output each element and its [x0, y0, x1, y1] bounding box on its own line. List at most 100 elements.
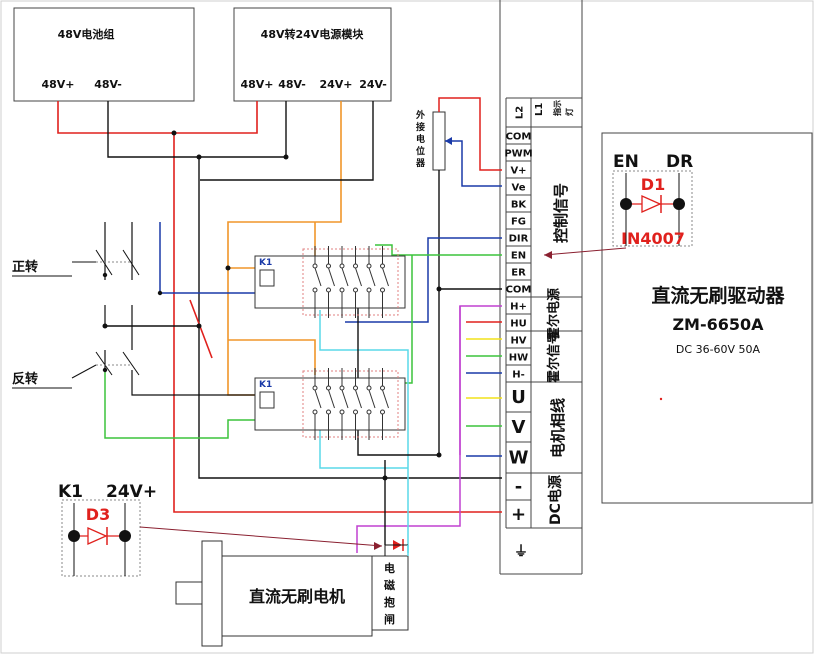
diode-d3-box	[61, 499, 141, 577]
wire-switch-bus-6	[131, 370, 258, 396]
indicator-label: L1 指示 灯	[534, 100, 574, 116]
terminal-label: COM	[506, 132, 532, 143]
wire-pot-ve	[445, 140, 502, 187]
diode-d1-pin-right	[673, 198, 685, 210]
diode-d3-pin-left	[68, 530, 80, 542]
svg-text:指示: 指示	[552, 100, 562, 116]
wire-dir	[345, 237, 502, 323]
battery-neg-label: 48V-	[94, 78, 122, 91]
red-dot	[659, 397, 663, 401]
diode-d1-part: IN4007	[621, 229, 685, 248]
diode-d3-right-label: 24V+	[106, 482, 157, 502]
diode-d1-symbol	[641, 194, 662, 214]
driver-title: 直流无刷驱动器	[651, 284, 785, 307]
potentiometer	[432, 111, 446, 171]
diode-d1-box	[612, 170, 693, 247]
terminal-label: -	[515, 477, 522, 498]
terminal-label: V	[512, 417, 526, 438]
converter-out-neg: 24V-	[359, 78, 387, 91]
terminal-label: L2	[515, 106, 526, 119]
diode-d3-symbol	[87, 526, 108, 546]
terminal-label: FG	[511, 217, 526, 228]
d3-pointer-arrow	[374, 542, 382, 550]
driver-spec: DC 36-60V 50A	[676, 343, 761, 356]
motor-flange	[201, 540, 223, 647]
wire-24v-relay-b	[228, 339, 316, 375]
wire-cyan-a	[319, 310, 409, 553]
wire-pot-vplus	[438, 97, 502, 171]
wire-en	[375, 244, 502, 256]
diode-d1-left-label: EN	[613, 152, 639, 172]
wire-hall-plus	[459, 305, 502, 455]
relay-reverse: K1	[254, 368, 406, 440]
terminal-label: U	[511, 387, 526, 408]
group-label-hall-signal: 霍尔信号	[546, 331, 562, 383]
relay-label: K1	[259, 258, 272, 268]
brake-body	[371, 555, 409, 631]
driver-model: ZM-6650A	[672, 315, 764, 334]
diode-d1-right-label: DR	[666, 152, 693, 172]
svg-text:抱: 抱	[384, 595, 395, 609]
terminal-label: COM	[506, 285, 532, 296]
annotation-stroke	[189, 299, 213, 359]
wire-ground-bus	[198, 157, 502, 479]
converter-out-pos: 24V+	[319, 78, 352, 91]
converter-in-pos: 48V+	[240, 78, 273, 91]
relay-forward: K1	[254, 246, 406, 318]
wire-48v-positive-conv	[174, 101, 258, 134]
converter-title: 48V转24V电源模块	[261, 27, 365, 41]
svg-text:磁: 磁	[384, 578, 395, 592]
driver-box	[601, 132, 813, 504]
terminal-label: H-	[512, 370, 525, 381]
svg-text:闸: 闸	[384, 612, 395, 626]
junction-dots	[102, 130, 442, 481]
converter-box	[233, 7, 392, 102]
terminal-label: ER	[511, 268, 526, 279]
group-label-dc-power: DC电源	[547, 475, 564, 525]
battery-box	[13, 7, 195, 102]
terminal-label: Ve	[512, 183, 526, 194]
converter-in-neg: 48V-	[278, 78, 306, 91]
wire-24v-positive	[227, 101, 342, 396]
terminal-label: BK	[511, 200, 528, 211]
d1-pointer-arrow	[544, 251, 552, 259]
group-label-control: 控制信号	[552, 183, 570, 243]
d3-pointer-line	[139, 526, 383, 547]
svg-text:电: 电	[384, 561, 395, 575]
terminal-label: DIR	[509, 234, 529, 245]
svg-text:灯: 灯	[564, 108, 574, 116]
switch-forward	[72, 222, 140, 276]
terminal-label: W	[509, 448, 529, 469]
svg-text:L1: L1	[534, 103, 545, 116]
terminal-label: H+	[510, 302, 527, 313]
wire-48v-negative	[107, 101, 287, 158]
switch-reverse-label: 反转	[12, 371, 38, 387]
terminal-label: EN	[511, 251, 526, 262]
group-label-hall-power: 霍尔电源	[546, 288, 562, 340]
diode-d1-pin-left	[620, 198, 632, 210]
terminal-label: HW	[509, 353, 528, 364]
battery-pos-label: 48V+	[41, 78, 74, 91]
terminal-label: PWM	[504, 149, 532, 160]
terminal-block: L2COMPWMV+VeBKFGDIRENERCOMH+HUHVHWH-UVW-…	[504, 106, 533, 575]
pot-arrow	[445, 137, 452, 145]
terminal-label: +	[511, 504, 526, 525]
diode-d3-pin-right	[119, 530, 131, 542]
group-label-motor-phase: 电机相线	[549, 398, 567, 458]
diode-d3-left-label: K1	[58, 482, 83, 502]
wire-cyan-b	[319, 430, 408, 469]
wire-reverse-green	[104, 370, 258, 439]
terminal-label: V+	[510, 166, 526, 177]
motor-shaft	[175, 581, 203, 605]
motor-body	[221, 555, 373, 637]
terminal-label: ⏚	[514, 544, 528, 560]
diode-d1-name: D1	[641, 175, 665, 194]
relay-label: K1	[259, 380, 272, 390]
switch-forward-label: 正转	[12, 259, 38, 275]
switch-reverse	[71, 351, 140, 379]
diode-d3-name: D3	[86, 505, 110, 524]
terminal-label: HV	[510, 336, 526, 347]
